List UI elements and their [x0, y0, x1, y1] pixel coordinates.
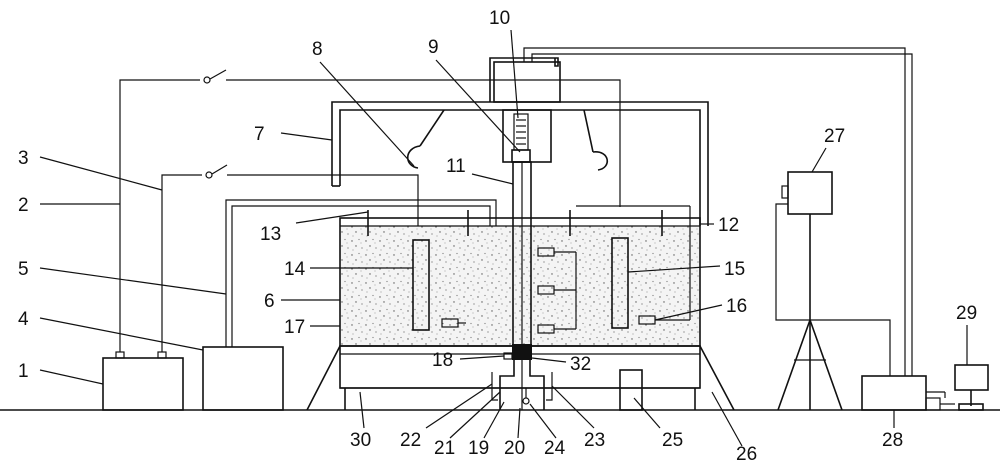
- label-4: 4: [18, 309, 29, 330]
- label-11: 11: [446, 156, 466, 177]
- computer: [925, 364, 989, 411]
- label-26: 26: [736, 444, 757, 464]
- label-16: 16: [726, 296, 747, 317]
- label-1: 1: [18, 361, 29, 382]
- collector-box: [619, 369, 643, 411]
- control-box: [202, 346, 284, 411]
- label-9: 9: [428, 37, 439, 58]
- label-17: 17: [284, 317, 305, 338]
- central-shaft: [512, 161, 532, 360]
- label-20: 20: [504, 438, 525, 459]
- soil-sample: [340, 226, 700, 346]
- label-25: 25: [662, 430, 683, 451]
- hook-right: [583, 109, 608, 171]
- wire-2-with-switch: [119, 69, 621, 352]
- signal-cable-upper: [523, 47, 913, 376]
- label-8: 8: [312, 39, 323, 60]
- label-27: 27: [824, 126, 845, 147]
- label-3: 3: [18, 148, 29, 169]
- label-23: 23: [584, 430, 605, 451]
- label-28: 28: [882, 430, 903, 451]
- wire-3-with-switch: [161, 164, 419, 352]
- label-22: 22: [400, 430, 421, 451]
- battery: [102, 351, 184, 411]
- label-24: 24: [544, 438, 566, 459]
- label-7: 7: [254, 124, 265, 145]
- label-19: 19: [468, 438, 489, 459]
- seal-32: [512, 344, 532, 360]
- label-29: 29: [956, 303, 977, 324]
- camera-tripod: [775, 171, 891, 411]
- label-30: 30: [350, 430, 371, 451]
- label-6: 6: [264, 291, 275, 312]
- label-21: 21: [434, 438, 455, 459]
- hook-left: [406, 109, 445, 169]
- labels: 1 2 3 4 5 6 7 8 9 10 11 12 13 14 15 16 1…: [18, 8, 977, 464]
- label-15: 15: [724, 259, 745, 280]
- electrode-right: [611, 237, 629, 329]
- label-5: 5: [18, 259, 29, 280]
- bottom-plumbing: [491, 352, 553, 410]
- electrode-left: [412, 239, 430, 331]
- leader-lines: [39, 29, 968, 447]
- label-32: 32: [570, 354, 591, 375]
- label-14: 14: [284, 259, 306, 280]
- label-10: 10: [489, 8, 510, 29]
- surface-probes: [367, 210, 663, 236]
- label-12: 12: [718, 215, 739, 236]
- soil-box: [306, 217, 735, 411]
- data-acquisition-box: [861, 375, 927, 411]
- label-13: 13: [260, 224, 281, 245]
- label-2: 2: [18, 195, 29, 216]
- sensors: [441, 205, 691, 334]
- label-18: 18: [432, 350, 453, 371]
